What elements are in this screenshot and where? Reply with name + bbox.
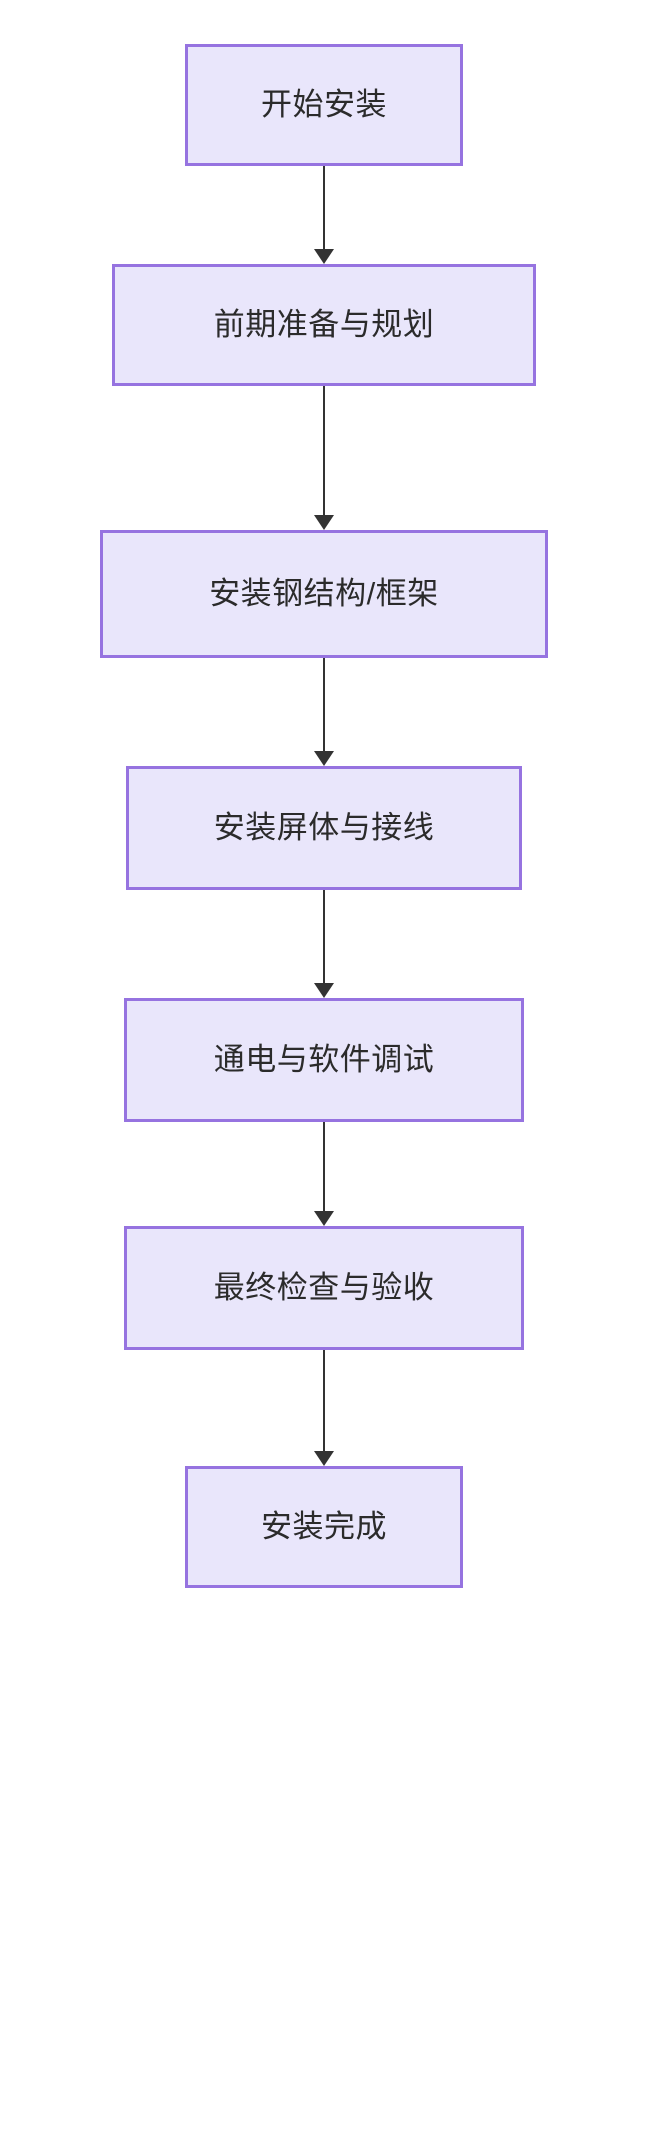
flow-node-label: 开始安装 — [261, 87, 387, 123]
flow-edge-prep-to-steel — [309, 386, 339, 530]
flow-node-power[interactable]: 通电与软件调试 — [124, 998, 524, 1122]
flow-edge-steel-to-screen — [309, 658, 339, 766]
flow-node-label: 通电与软件调试 — [213, 1042, 435, 1078]
flow-edge-power-to-inspect — [309, 1122, 339, 1226]
arrow-down-icon — [314, 515, 334, 530]
flow-node-label: 最终检查与验收 — [213, 1270, 435, 1306]
flow-edge-screen-to-power — [309, 890, 339, 998]
flow-node-inspect[interactable]: 最终检查与验收 — [124, 1226, 524, 1350]
flow-edge-inspect-to-done — [309, 1350, 339, 1466]
flow-node-prep[interactable]: 前期准备与规划 — [112, 264, 536, 386]
edge-line — [323, 1122, 325, 1212]
arrow-down-icon — [314, 751, 334, 766]
flow-node-label: 安装钢结构/框架 — [209, 576, 439, 612]
edge-line — [323, 890, 325, 984]
flow-edge-start-to-prep — [309, 166, 339, 264]
edge-line — [323, 658, 325, 752]
flow-node-label: 前期准备与规划 — [213, 307, 435, 343]
flow-node-done[interactable]: 安装完成 — [185, 1466, 463, 1588]
flow-node-label: 安装屏体与接线 — [213, 810, 435, 846]
flow-node-steel[interactable]: 安装钢结构/框架 — [100, 530, 548, 658]
arrow-down-icon — [314, 249, 334, 264]
edge-line — [323, 166, 325, 250]
edge-line — [323, 1350, 325, 1452]
edge-line — [323, 386, 325, 516]
arrow-down-icon — [314, 1451, 334, 1466]
flow-node-label: 安装完成 — [261, 1509, 387, 1545]
flow-node-screen[interactable]: 安装屏体与接线 — [126, 766, 522, 890]
arrow-down-icon — [314, 983, 334, 998]
arrow-down-icon — [314, 1211, 334, 1226]
flow-node-start[interactable]: 开始安装 — [185, 44, 463, 166]
